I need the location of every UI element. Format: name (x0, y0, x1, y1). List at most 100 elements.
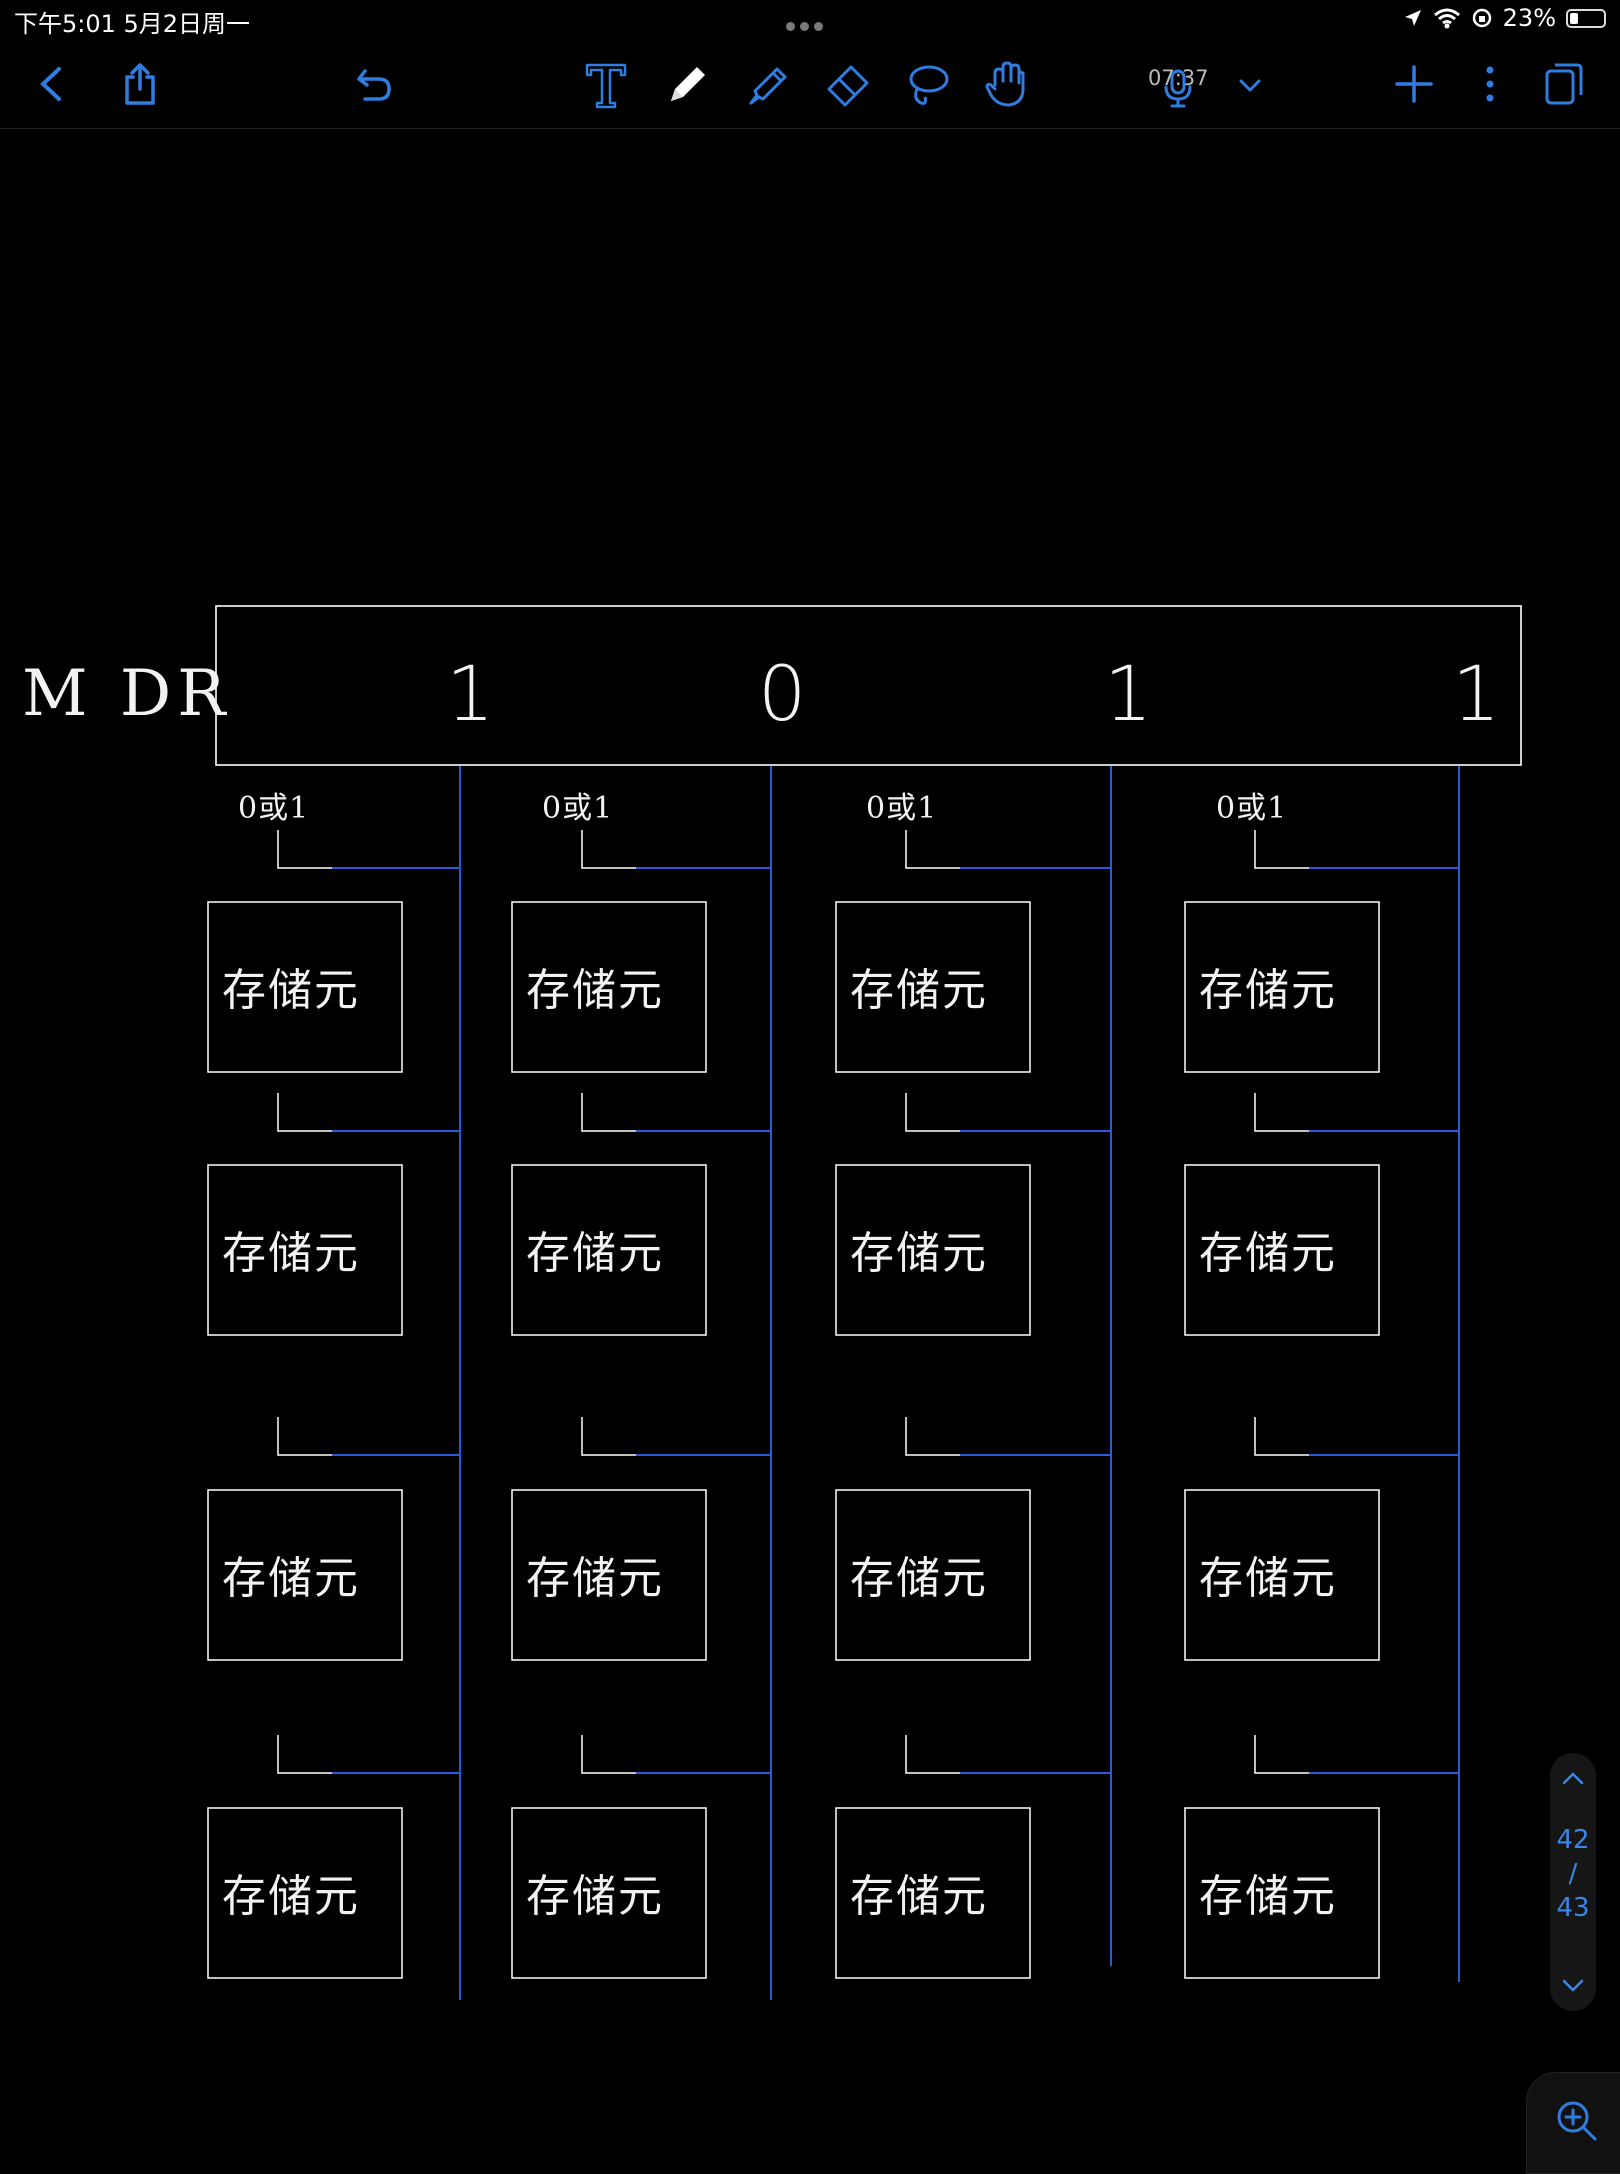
storage-cell-label: 存储元 (526, 1871, 664, 1922)
storage-cell-box (207, 1807, 403, 1979)
undo-button[interactable] (344, 54, 404, 114)
back-button[interactable] (22, 54, 82, 114)
storage-cell-box (835, 1164, 1031, 1336)
storage-cell-label: 存储元 (1199, 1871, 1337, 1922)
lasso-icon (909, 65, 949, 105)
battery-fill (1570, 12, 1578, 24)
storage-cell-box (1184, 1807, 1380, 1979)
location-icon (1404, 10, 1421, 26)
note-canvas[interactable]: M DR 1 0 1 1 0或1 0或1 0或1 0或1 存储元存储元存储元存储… (0, 129, 1620, 2160)
storage-cell-box (207, 1164, 403, 1336)
connector-stub (581, 830, 636, 869)
undo-icon (357, 69, 391, 101)
battery-percent: 23% (1502, 4, 1556, 32)
connector-stub (1254, 1735, 1309, 1774)
storage-cell-label: 存储元 (222, 1871, 360, 1922)
page-down-icon[interactable] (1558, 1971, 1588, 2001)
storage-cell-label: 存储元 (1199, 1228, 1337, 1279)
storage-cell-box (835, 901, 1031, 1073)
zoom-button[interactable] (1526, 2072, 1620, 2174)
microphone-button[interactable] (1148, 54, 1208, 114)
add-button[interactable] (1384, 54, 1444, 114)
mdr-bit-0: 1 (446, 649, 495, 738)
storage-cell-label: 存储元 (526, 1553, 664, 1604)
toolbar: 07:37 (0, 40, 1620, 129)
total-pages: 43 (1556, 1893, 1590, 1923)
storage-cell-box (511, 1489, 707, 1661)
hand-icon (985, 61, 1025, 107)
storage-cell-label: 存储元 (850, 965, 988, 1016)
mdr-register-box (215, 605, 1522, 766)
page-separator: / (1568, 1859, 1578, 1889)
eraser-icon (827, 65, 869, 107)
storage-cell-label: 存储元 (1199, 965, 1337, 1016)
rotation-lock-icon (1472, 8, 1491, 28)
storage-cell-label: 存储元 (1199, 1553, 1337, 1604)
more-button[interactable] (1460, 54, 1520, 114)
page-up-icon[interactable] (1558, 1763, 1588, 1793)
storage-cell-box (1184, 1164, 1380, 1336)
current-page: 42 (1556, 1825, 1590, 1855)
connector-stub (1254, 1417, 1309, 1456)
back-icon (40, 67, 61, 101)
share-button[interactable] (110, 54, 170, 114)
storage-cell-label: 存储元 (850, 1228, 988, 1279)
storage-cell-box (1184, 901, 1380, 1073)
storage-cell-label: 存储元 (222, 1553, 360, 1604)
select-label: 0或1 (1216, 791, 1288, 826)
storage-cell-box (835, 1489, 1031, 1661)
bit-lines (459, 766, 1460, 2000)
storage-cell-label: 存储元 (526, 1228, 664, 1279)
pen-icon (671, 67, 705, 101)
share-icon (125, 63, 155, 105)
storage-cell-label: 存储元 (850, 1553, 988, 1604)
pages-icon (1545, 63, 1583, 105)
storage-cell-label: 存储元 (526, 965, 664, 1016)
connector-stub (905, 1093, 960, 1132)
connector-stub (277, 1093, 332, 1132)
connector-stub (581, 1417, 636, 1456)
chevron-down-icon (1239, 79, 1261, 92)
connector-stub (905, 830, 960, 869)
mdr-diagram (207, 605, 1522, 2000)
multitasking-dots-icon[interactable] (786, 16, 828, 35)
storage-cell-box (1184, 1489, 1380, 1661)
zoom-in-icon (1557, 2101, 1597, 2141)
connector-stub (277, 1735, 332, 1774)
connector-stub (277, 830, 332, 869)
storage-cell-box (511, 1164, 707, 1336)
cell-connectors (277, 830, 1459, 1774)
microphone-options-button[interactable] (1220, 54, 1280, 114)
storage-cell-box (207, 1489, 403, 1661)
eraser-tool-button[interactable] (818, 54, 878, 114)
microphone-icon (1164, 69, 1192, 108)
page-navigator: 42 / 43 (1550, 1753, 1596, 2011)
storage-cell-box (511, 1807, 707, 1979)
mdr-label: M DR (22, 657, 232, 731)
highlighter-tool-button[interactable] (738, 54, 798, 114)
hand-tool-button[interactable] (976, 54, 1036, 114)
connector-stub (905, 1417, 960, 1456)
lasso-tool-button[interactable] (898, 54, 958, 114)
status-time-date: 下午5:01 5月2日周一 (14, 10, 251, 38)
storage-cells (207, 901, 1380, 1979)
battery-icon (1566, 8, 1606, 28)
connector-stub (1254, 1093, 1309, 1132)
highlighter-icon (749, 67, 787, 105)
select-label: 0或1 (238, 791, 310, 826)
pen-tool-button[interactable] (658, 54, 718, 114)
storage-cell-box (511, 901, 707, 1073)
text-tool-icon (585, 63, 627, 109)
pages-button[interactable] (1534, 54, 1594, 114)
mdr-bit-1: 0 (758, 649, 807, 738)
status-bar: 下午5:01 5月2日周一 23% (0, 0, 1620, 40)
status-right: 23% (1403, 4, 1606, 32)
text-tool-button[interactable] (576, 54, 636, 114)
mdr-bit-2: 1 (1104, 649, 1153, 738)
storage-cell-label: 存储元 (850, 1871, 988, 1922)
select-label: 0或1 (866, 791, 938, 826)
more-icon (1486, 66, 1494, 102)
wifi-icon (1433, 8, 1460, 29)
storage-cell-box (207, 901, 403, 1073)
storage-cell-label: 存储元 (222, 1228, 360, 1279)
